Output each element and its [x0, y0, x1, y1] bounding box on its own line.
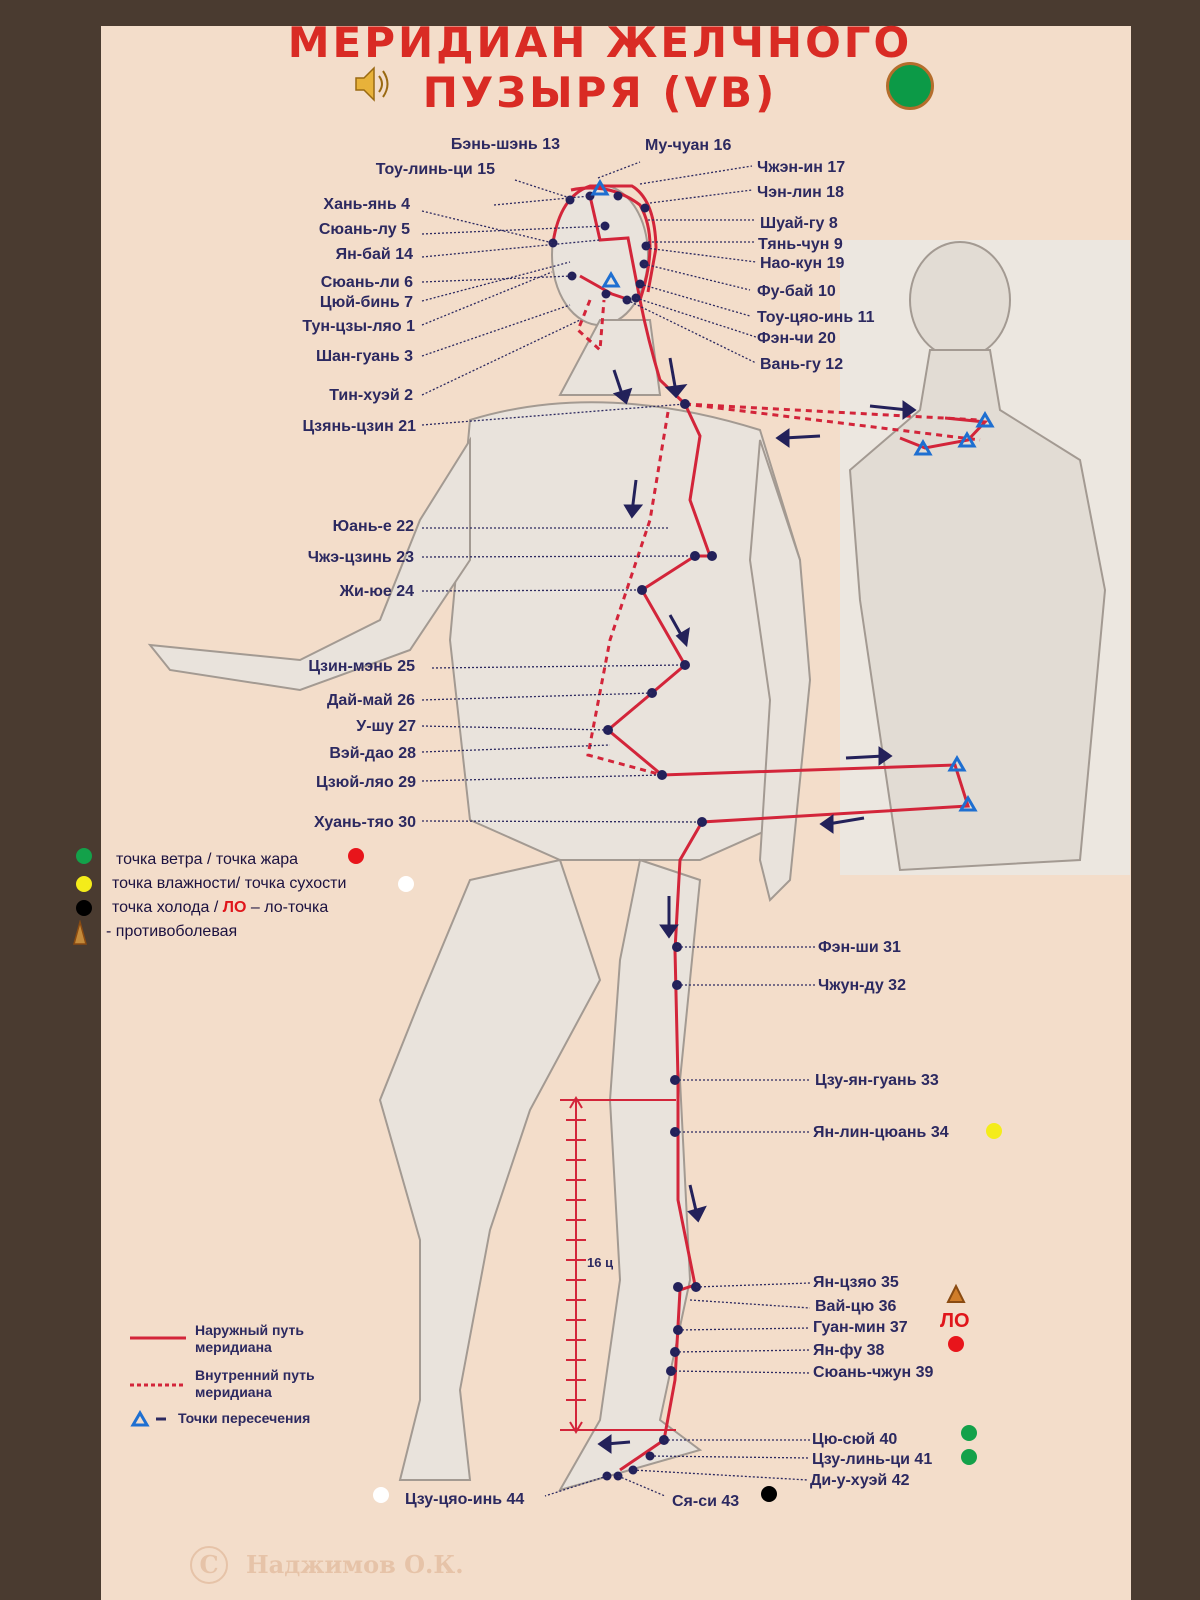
point-label: Вэй-дао 28: [329, 745, 416, 762]
point-label: Хуань-тяо 30: [314, 814, 416, 831]
point-label: Юань-е 22: [333, 518, 414, 535]
point-label: Нао-кун 19: [760, 255, 844, 272]
legend-lo: ЛО: [222, 899, 247, 916]
legend-humidity: точка влажности: [112, 875, 236, 892]
legend-dryness: точка сухости: [244, 875, 347, 892]
white-dot-icon: [398, 876, 414, 892]
leader-lines: [421, 161, 815, 1497]
left-point-labels: Бэнь-шэнь 13 Тоу-линь-ци 15 Хань-янь 4 С…: [302, 136, 560, 831]
back-meridian-path: [899, 416, 989, 450]
black-dot-icon: [76, 900, 92, 916]
anti-pain-marker: [946, 1283, 966, 1303]
point-label: Цзюй-ляо 29: [316, 774, 416, 791]
point-label: Ян-фу 38: [813, 1342, 885, 1359]
point-label: Тин-хуэй 2: [329, 387, 413, 404]
point-label: Чэн-лин 18: [757, 184, 844, 201]
point-label: Ян-лин-цюань 34: [813, 1124, 949, 1141]
point-label: Дай-май 26: [327, 692, 415, 709]
point-label: Вань-гу 12: [760, 356, 843, 373]
humidity-point-marker: [986, 1123, 1002, 1139]
scale-label: 16 ц: [587, 1255, 613, 1270]
point-label: Цзу-линь-ци 41: [812, 1451, 932, 1468]
author-name: Наджимов О.К.: [246, 1550, 464, 1579]
point-label: Хань-янь 4: [323, 196, 410, 213]
point-label: Цзин-мэнь 25: [308, 658, 415, 675]
point-label: Гуан-мин 37: [813, 1319, 908, 1336]
point-label: Бэнь-шэнь 13: [451, 136, 560, 153]
point-label: Цзу-цяо-инь 44: [405, 1491, 524, 1508]
point-label: Чжэн-ин 17: [757, 159, 845, 176]
legend-row-wind-heat: точка ветра / точка жара: [76, 848, 364, 872]
page-title: МЕРИДИАН ЖЕЛЧНОГО ПУЗЫРЯ (VB): [0, 18, 1200, 118]
point-label: Тун-цзы-ляо 1: [302, 318, 415, 335]
legend-anti-pain: - противоболевая: [106, 923, 238, 940]
right-head-labels: Му-чуан 16 Чжэн-ин 17 Чэн-лин 18 Шуай-гу…: [645, 137, 875, 373]
leg-point-labels: Фэн-ши 31 Чжун-ду 32 Цзу-ян-гуань 33 Ян-…: [405, 939, 949, 1510]
wind-point-marker: [961, 1425, 977, 1441]
yellow-dot-icon: [76, 876, 92, 892]
point-label: Цзу-ян-гуань 33: [815, 1072, 939, 1089]
inner-path-key-label: Внутренний путь меридиана: [195, 1367, 315, 1400]
length-scale-ruler: [560, 1096, 676, 1434]
point-label: Шуай-гу 8: [760, 215, 838, 232]
front-figure: [147, 184, 812, 1492]
intersection-triangles: [590, 179, 995, 812]
point-type-legend: точка ветра / точка жара точка влажности…: [73, 848, 414, 945]
point-label: Тоу-цяо-инь 11: [757, 309, 875, 326]
dryness-point-marker: [373, 1487, 389, 1503]
point-label: Фэн-ши 31: [818, 939, 901, 956]
point-label: Цюй-бинь 7: [320, 294, 413, 311]
heat-point-marker: [948, 1336, 964, 1352]
legend-lo-point: – ло-точка: [250, 899, 329, 916]
red-dot-icon: [348, 848, 364, 864]
wind-point-marker: [961, 1449, 977, 1465]
point-label: Сюань-ли 6: [321, 274, 413, 291]
legend-wind: точка ветра: [116, 851, 203, 868]
title-line-1: МЕРИДИАН ЖЕЛЧНОГО: [287, 18, 913, 67]
intersection-key-icon: [130, 1410, 150, 1427]
intersections-key-label: Точки пересечения: [178, 1410, 311, 1426]
point-label: Жи-юе 24: [339, 583, 415, 600]
point-label: Му-чуан 16: [645, 137, 731, 154]
legend-row-anti-pain: - противоболевая: [73, 920, 346, 945]
anti-pain-icon: [73, 920, 87, 945]
outer-path-key-label: Наружный путь меридиана: [195, 1322, 304, 1355]
legend-row-humidity-dryness: точка влажности/ точка сухости: [76, 872, 414, 896]
point-label: Фу-бай 10: [757, 283, 836, 300]
cold-point-marker: [761, 1486, 777, 1502]
point-label: Чжэ-цзинь 23: [308, 549, 414, 566]
point-label: Ся-си 43: [672, 1493, 739, 1510]
point-label: Чжун-ду 32: [818, 977, 906, 994]
green-dot-icon: [76, 848, 92, 864]
copyright-footer: C Наджимов О.К.: [190, 1546, 464, 1584]
legend-heat: точка жара: [215, 851, 299, 868]
lo-marker: ЛО: [940, 1310, 970, 1332]
point-label: Цю-сюй 40: [812, 1431, 897, 1448]
point-label: Сюань-чжун 39: [813, 1364, 933, 1381]
meridian-inner-path: [576, 299, 981, 777]
point-label: Ди-у-хуэй 42: [810, 1472, 910, 1489]
point-label: У-шу 27: [356, 718, 416, 735]
legend-row-cold-lo: точка холода / ЛО – ло-точка: [76, 896, 346, 920]
point-label: Тоу-линь-ци 15: [376, 161, 495, 178]
point-label: Шан-гуань 3: [316, 348, 413, 365]
legend-separator: /: [202, 851, 216, 868]
point-label: Фэн-чи 20: [757, 330, 836, 347]
speaker-icon[interactable]: [350, 62, 394, 106]
point-label: Ян-цзяо 35: [813, 1274, 899, 1291]
legend-cold: точка холода /: [112, 899, 219, 916]
green-indicator-dot: [886, 62, 934, 110]
point-label: Цзянь-цзин 21: [302, 418, 416, 435]
copyright-icon: C: [190, 1546, 228, 1584]
back-figure: [848, 241, 1107, 872]
point-label: Ян-бай 14: [336, 246, 413, 263]
title-line-2: ПУЗЫРЯ (VB): [422, 68, 778, 117]
point-label: Вай-цю 36: [815, 1298, 896, 1315]
legend-separator: /: [235, 875, 245, 892]
flow-arrows: [597, 357, 917, 1454]
point-label: Тянь-чун 9: [758, 236, 843, 253]
point-label: Сюань-лу 5: [319, 221, 410, 238]
